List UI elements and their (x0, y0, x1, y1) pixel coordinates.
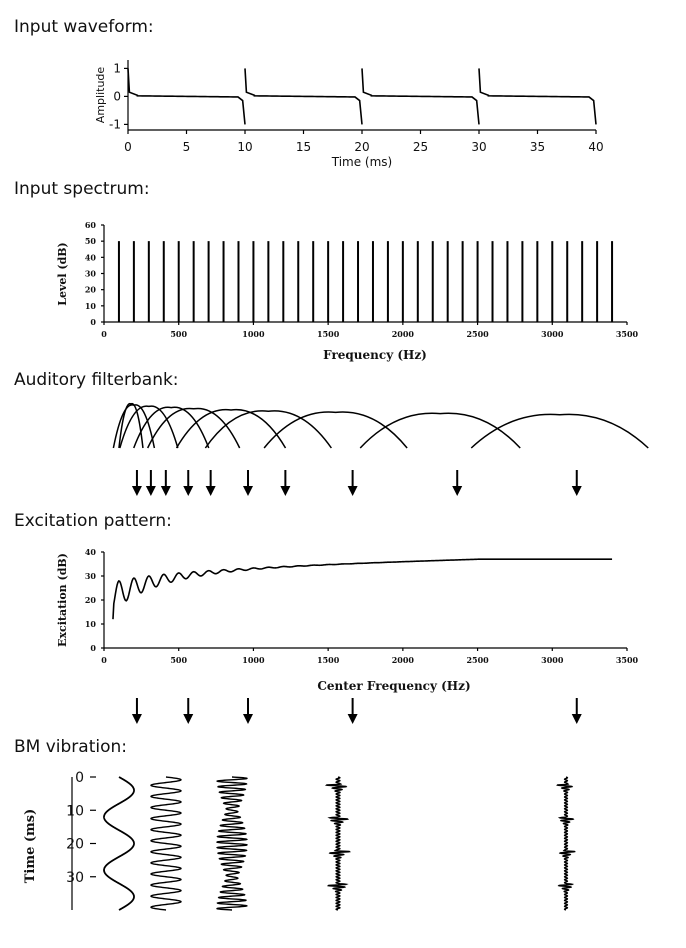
excitation-chart: Excitation (dB) Center Frequency (Hz) 0 5… (56, 547, 639, 693)
auditory-filter-curve (112, 404, 156, 449)
spectrum-y-tick-label: 10 (85, 301, 97, 311)
section-title-bm-vibration: BM vibration: (14, 737, 127, 757)
filter-output-arrow-head (571, 486, 582, 496)
excitation-y-tick-label: 20 (85, 595, 97, 605)
auditory-filter-curve (146, 407, 241, 449)
waveform-x-tick-label: 15 (296, 140, 311, 154)
excitation-x-tick-label: 1500 (317, 655, 340, 665)
waveform-y-tick-label: 1 (113, 61, 121, 75)
waveform-series (127, 68, 597, 125)
auditory-filter-curve (359, 412, 521, 449)
spectrum-x-tick-label: 3000 (541, 329, 564, 339)
spectrum-y-tick-label: 60 (85, 220, 97, 230)
waveform-x-tick-label: 40 (588, 140, 603, 154)
auditory-filter-curve (263, 411, 408, 449)
waveform-x-tick-label: 10 (237, 140, 252, 154)
filter-output-arrow-head (160, 486, 171, 496)
excitation-y-tick-label: 10 (85, 619, 97, 629)
bm-channel-arrows (131, 698, 582, 724)
waveform-x-tick-label: 0 (124, 140, 132, 154)
filter-output-arrow-head (452, 486, 463, 496)
waveform-y-tick-label: -1 (109, 117, 121, 131)
bm-channel-arrow-head (347, 714, 358, 724)
bm-trace-bm-3050 (556, 776, 576, 911)
auditory-filter-curve (119, 405, 179, 449)
bm-channel-arrow-head (183, 714, 194, 724)
filter-output-arrow-head (243, 486, 254, 496)
spectrum-x-tick-label: 2500 (466, 329, 489, 339)
waveform-x-tick-label: 35 (530, 140, 545, 154)
spectrum-y-label: Level (dB) (56, 242, 69, 306)
spectrum-x-tick-label: 3500 (616, 329, 639, 339)
excitation-x-tick-label: 500 (170, 655, 187, 665)
bm-trace-bm-450 (150, 776, 182, 911)
waveform-y-label: Amplitude (94, 67, 107, 124)
bm-y-tick-label: 0 (75, 770, 84, 786)
excitation-curve (112, 558, 613, 620)
auditory-filter-curve (175, 408, 287, 449)
bm-channel-arrow-head (571, 714, 582, 724)
section-title-auditory-filterbank: Auditory filterbank: (14, 370, 179, 390)
excitation-x-tick-label: 3500 (616, 655, 639, 665)
excitation-x-tick-label: 1000 (242, 655, 265, 665)
waveform-x-tick-label: 20 (354, 140, 369, 154)
excitation-x-tick-label: 0 (101, 655, 107, 665)
spectrum-x-tick-label: 1000 (242, 329, 265, 339)
spectrum-x-tick-label: 2000 (392, 329, 415, 339)
filter-output-arrow-head (205, 486, 216, 496)
excitation-x-tick-label: 3000 (541, 655, 564, 665)
excitation-y-tick-label: 40 (85, 547, 97, 557)
waveform-x-label: Time (ms) (331, 155, 393, 169)
section-title-excitation-pattern: Excitation pattern: (14, 511, 172, 531)
bm-vibration-chart: Time (ms) 0 10 20 30 (23, 770, 576, 911)
section-title-input-spectrum: Input spectrum: (14, 179, 150, 199)
excitation-y-tick-label: 0 (90, 643, 96, 653)
spectrum-x-tick-label: 1500 (317, 329, 340, 339)
section-title-input-waveform: Input waveform: (14, 17, 154, 37)
spectrum-y-tick-label: 20 (85, 285, 97, 295)
spectrum-x-tick-label: 500 (170, 329, 187, 339)
filter-output-arrow-head (280, 486, 291, 496)
waveform-x-tick-label: 25 (413, 140, 428, 154)
excitation-y-tick-label: 30 (85, 571, 97, 581)
spectrum-y-tick-label: 0 (90, 317, 96, 327)
excitation-x-tick-label: 2500 (466, 655, 489, 665)
bm-trace-bm-1550 (325, 776, 351, 911)
auditory-filter-curve (133, 406, 210, 449)
auditory-filter-curve (204, 410, 332, 449)
bm-trace-bm-100 (103, 776, 135, 911)
auditory-filter-curve (470, 413, 649, 449)
bm-y-tick-label: 10 (66, 803, 84, 819)
auditory-filter-curve (118, 403, 144, 449)
waveform-x-tick-label: 5 (183, 140, 191, 154)
bm-channel-arrow-head (131, 714, 142, 724)
excitation-x-tick-label: 2000 (392, 655, 415, 665)
filter-output-arrow-head (183, 486, 194, 496)
excitation-y-label: Excitation (dB) (56, 553, 69, 647)
bm-y-label: Time (ms) (23, 809, 38, 884)
spectrum-x-tick-label: 0 (101, 329, 107, 339)
bm-y-tick-label: 30 (66, 870, 84, 886)
filter-output-arrow-head (145, 486, 156, 496)
spectrum-y-tick-label: 50 (85, 236, 97, 246)
waveform-x-tick-label: 30 (471, 140, 486, 154)
filterbank-diagram (112, 403, 649, 496)
spectrum-y-tick-label: 30 (85, 269, 97, 279)
spectrum-y-tick-label: 40 (85, 252, 97, 262)
filter-output-arrow-head (347, 486, 358, 496)
excitation-x-label: Center Frequency (Hz) (317, 679, 470, 693)
spectrum-x-label: Frequency (Hz) (323, 348, 427, 362)
filter-output-arrow-head (131, 486, 142, 496)
bm-channel-arrow-head (243, 714, 254, 724)
bm-y-tick-label: 20 (66, 837, 84, 853)
waveform-y-tick-label: 0 (113, 89, 121, 103)
bm-trace-bm-850 (216, 776, 248, 911)
